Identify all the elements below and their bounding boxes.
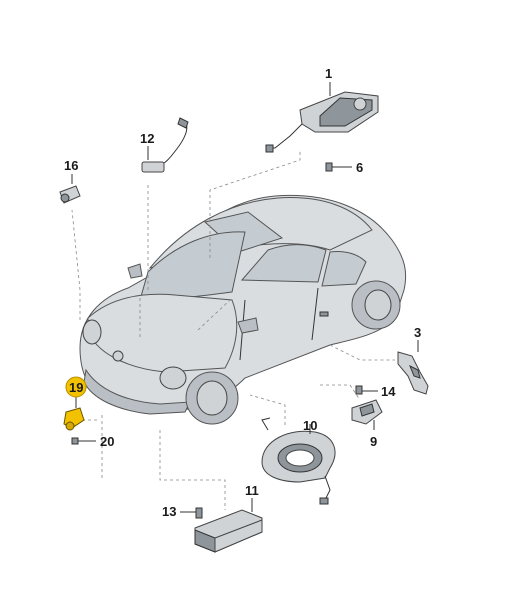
callout-13: 13 bbox=[162, 504, 176, 519]
part-1-sunroof-motor bbox=[265, 91, 379, 153]
part-10-clock-spring bbox=[261, 417, 336, 505]
callout-3: 3 bbox=[414, 325, 421, 340]
callout-6: 6 bbox=[356, 160, 363, 175]
part-13-screw bbox=[180, 507, 203, 519]
headlight-right bbox=[159, 366, 187, 390]
location-lines bbox=[71, 150, 395, 510]
callout-12: 12 bbox=[140, 131, 154, 146]
headlight-left bbox=[82, 319, 102, 345]
callout-19-badge: 19 bbox=[65, 376, 87, 398]
side-window-rear bbox=[321, 251, 367, 287]
side-window-front bbox=[240, 244, 327, 283]
callout-16: 16 bbox=[64, 158, 78, 173]
part-19-sensor bbox=[63, 396, 85, 431]
callout-14: 14 bbox=[381, 384, 396, 399]
part-11-control-unit bbox=[194, 498, 263, 553]
vw-emblem bbox=[112, 350, 124, 362]
part-20-nut bbox=[71, 437, 96, 445]
callout-20: 20 bbox=[100, 434, 114, 449]
side-mirror bbox=[237, 317, 259, 334]
car-body bbox=[79, 194, 407, 425]
callout-19: 19 bbox=[69, 380, 83, 395]
part-9-mount bbox=[351, 399, 383, 430]
windshield bbox=[139, 231, 246, 301]
callout-10: 10 bbox=[303, 418, 317, 433]
part-3-bracket bbox=[397, 340, 429, 395]
callout-11: 11 bbox=[245, 483, 259, 498]
part-14-screw bbox=[355, 385, 378, 395]
callout-1: 1 bbox=[325, 66, 332, 81]
part-6-screw bbox=[325, 162, 352, 172]
part-12-sensor bbox=[141, 117, 189, 173]
part-16-sensor bbox=[59, 174, 81, 204]
callout-9: 9 bbox=[370, 434, 377, 449]
